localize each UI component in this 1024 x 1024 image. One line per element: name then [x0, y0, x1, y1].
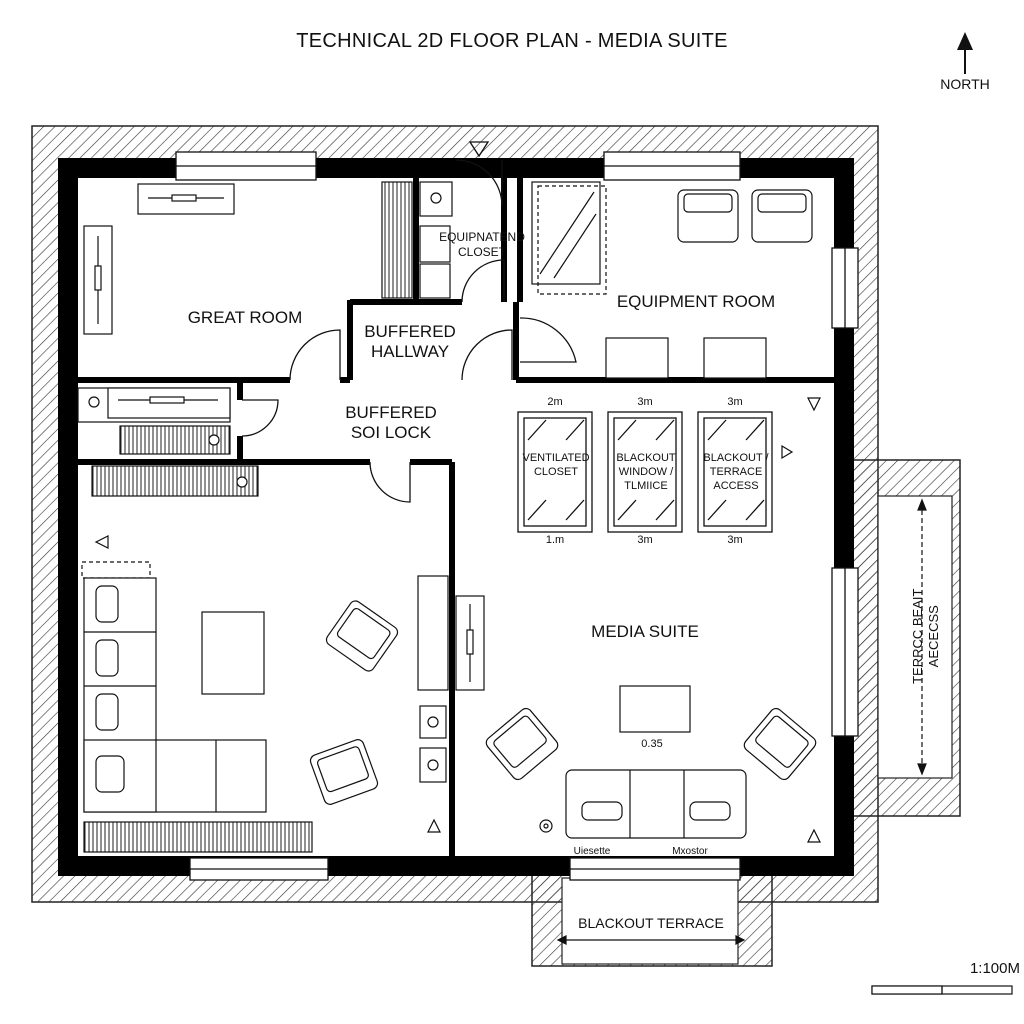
north-arrow-icon: [957, 32, 973, 74]
media-panels: [517, 411, 773, 533]
room-label-media-suite: MEDIA SUITE: [591, 622, 699, 641]
east-terrace-floor: [877, 495, 953, 779]
media-suite-furniture: [455, 397, 821, 843]
plan-title: TECHNICAL 2D FLOOR PLAN - MEDIA SUITE: [296, 30, 728, 52]
panel-2-bottom-dim: 3m: [637, 534, 653, 546]
room-label-great-room: GREAT ROOM: [187, 308, 303, 327]
panel-3-top-dim: 3m: [727, 396, 743, 408]
bottom-left-annotation: Uiesette: [573, 846, 611, 857]
closet-fixtures: [419, 181, 453, 299]
room-label-blackout-terrace: BLACKOUT TERRACE: [578, 915, 724, 931]
terrace-dimension-lines: [556, 498, 927, 945]
north-indicator: NORTH: [930, 30, 1000, 100]
scale-label: 1:100M: [969, 960, 1020, 977]
panel-1-bottom-dim: 1.m: [545, 534, 565, 546]
room-label-terrace-access: TERRCC BEAIT AECECSS: [909, 588, 941, 684]
equipment-room-furniture: [531, 181, 813, 379]
south-terrace-floor: [561, 877, 739, 965]
room-label-equipment-room: EQUIPMENT ROOM: [616, 292, 776, 311]
panel-2-top-dim: 3m: [637, 396, 653, 408]
door-swings: [241, 141, 577, 503]
room-label-equipment-closet: EQUIPNATEND CLOSET: [439, 230, 525, 259]
lower-left-furniture: [81, 535, 449, 833]
media-table-dim: 0.35: [641, 738, 663, 750]
scale-bar: [871, 985, 1013, 995]
panel-1-top-dim: 2m: [547, 396, 563, 408]
panel-2-label: BLACKOUT WINDOW / TLMIICE: [616, 452, 676, 492]
north-label: NORTH: [940, 76, 990, 92]
panel-3-bottom-dim: 3m: [727, 534, 743, 546]
interior-walls: [78, 178, 834, 856]
windows: [175, 151, 859, 881]
room-label-buffered-soi-lock: BUFFERED SOI LOCK: [345, 403, 437, 443]
room-label-buffered-hallway: BUFFERED HALLWAY: [364, 322, 456, 362]
bottom-right-annotation: Mxostor: [672, 846, 708, 857]
panel-3-label: BLACKOUT / TERRACE ACCESS: [703, 452, 769, 492]
great-room-fixtures: [77, 183, 248, 488]
panel-1-label: VENTILATED CLOSET: [522, 452, 590, 478]
